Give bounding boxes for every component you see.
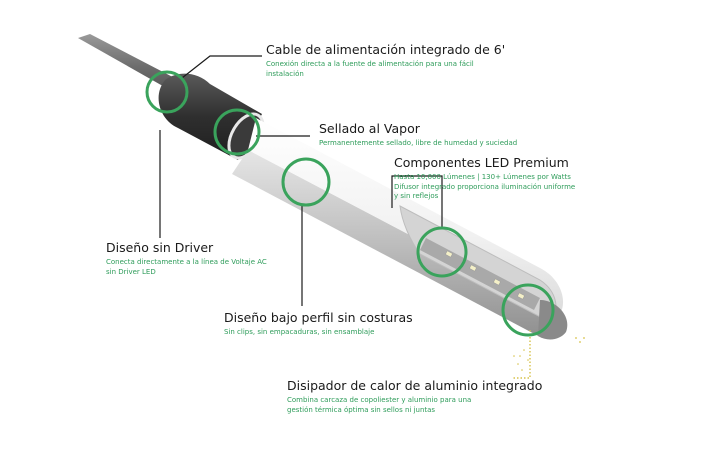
power-cable [78, 34, 190, 98]
callout-cable-title: Cable de alimentación integrado de 6' [266, 42, 506, 57]
leader-line-cable [181, 55, 262, 79]
callout-heatsink: Disipador de calor de aluminio integrado… [287, 378, 543, 415]
callout-cable-desc: Conexión directa a la fuente de alimenta… [266, 60, 474, 78]
highlight-ring-led [416, 226, 468, 278]
callout-led-title: Componentes LED Premium [394, 155, 569, 170]
callout-sealed: Sellado al Vapor Permanentemente sellado… [319, 121, 518, 149]
callout-profile-title: Diseño bajo perfil sin costuras [224, 310, 413, 325]
leader-line-led [391, 175, 443, 228]
callout-led-desc: Hasta 10,000 Lúmenes | 130+ Lúmenes por … [394, 173, 576, 201]
callout-profile: Diseño bajo perfil sin costuras Sin clip… [224, 310, 413, 338]
callout-cable: Cable de alimentación integrado de 6' Co… [266, 42, 506, 79]
callout-heatsink-desc: Combina carcaza de copoliester y alumini… [287, 396, 472, 414]
highlight-ring-heatsink [501, 283, 555, 337]
callout-profile-desc: Sin clips, sin empacaduras, sin ensambla… [224, 328, 375, 337]
callout-sealed-title: Sellado al Vapor [319, 121, 420, 136]
callout-driver: Diseño sin Driver Conecta directamente a… [106, 240, 267, 277]
highlight-ring-cable [145, 70, 189, 114]
callout-sealed-desc: Permanentemente sellado, libre de humeda… [319, 139, 518, 148]
callout-led: Componentes LED Premium Hasta 10,000 Lúm… [394, 155, 576, 202]
led-chips [445, 250, 525, 300]
highlight-ring-profile [281, 157, 331, 207]
light-sparkle [513, 337, 585, 371]
callout-driver-title: Diseño sin Driver [106, 240, 214, 255]
callout-driver-desc: Conecta directamente a la línea de Volta… [106, 258, 267, 276]
highlight-ring-sealed [213, 108, 261, 156]
aluminum-heat-sink [232, 150, 562, 339]
leader-line-heatsink [512, 330, 531, 379]
callout-heatsink-title: Disipador de calor de aluminio integrado [287, 378, 543, 393]
